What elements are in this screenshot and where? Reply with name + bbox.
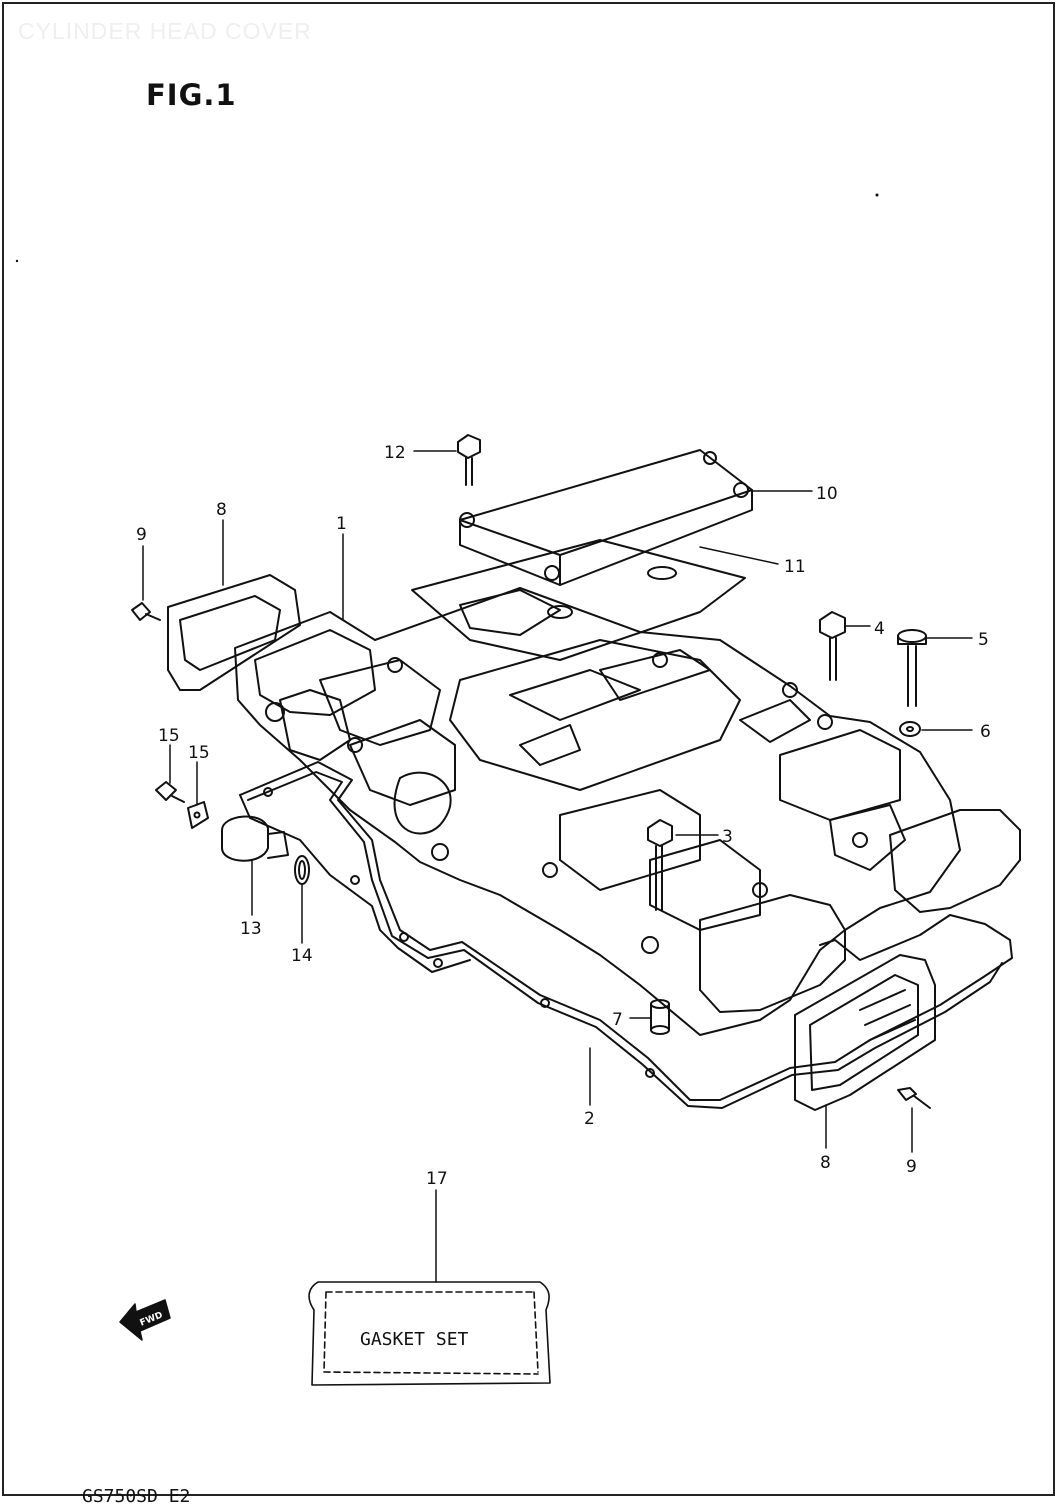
model-code: GS750SD E2 [82, 1486, 191, 1507]
callout-10: 10 [816, 484, 838, 504]
callout-8-right: 8 [820, 1153, 831, 1173]
callout-8-left: 8 [216, 500, 227, 520]
callout-15-washer: 15 [188, 743, 210, 763]
callout-9-left: 9 [136, 525, 147, 545]
callout-1: 1 [336, 514, 347, 534]
figure-label: FIG.1 [146, 78, 237, 112]
callout-9-right: 9 [906, 1157, 917, 1177]
callout-15-bolt: 15 [158, 726, 180, 746]
cylinder-head-cover-part-1 [234, 587, 961, 1036]
end-cover-left-part-8 [167, 574, 301, 691]
washer-part-15 [187, 801, 209, 829]
bolt-part-15 [155, 781, 185, 803]
callout-14: 14 [291, 946, 313, 966]
bolt-part-4 [819, 611, 846, 681]
dowel-part-7 [650, 999, 670, 1035]
callout-7: 7 [612, 1010, 623, 1030]
cap-gasket-part-11 [411, 539, 746, 661]
callout-2: 2 [584, 1109, 595, 1129]
screw-part-9-right [897, 1087, 931, 1109]
gasket-set-label: GASKET SET [360, 1329, 469, 1350]
callout-13: 13 [240, 919, 262, 939]
screw-part-9-left [131, 602, 161, 621]
o-ring-part-14 [294, 855, 310, 885]
callout-11: 11 [784, 557, 806, 577]
forward-arrow-icon [119, 1299, 171, 1341]
leader-lines [142, 450, 973, 1283]
bolt-part-3 [647, 819, 673, 911]
plug-part-13 [221, 815, 289, 862]
callout-5: 5 [978, 630, 989, 650]
callout-6: 6 [980, 722, 991, 742]
cap-cover-right [699, 809, 1021, 1013]
callout-4: 4 [874, 619, 885, 639]
callout-3: 3 [722, 827, 733, 847]
end-cover-right-part-8 [794, 954, 936, 1111]
bolt-part-12 [457, 434, 481, 486]
callout-12: 12 [384, 443, 406, 463]
base-gasket-part-2 [239, 761, 1013, 1109]
breather-cover-part-10 [459, 449, 753, 586]
section-watermark: CYLINDER HEAD COVER [18, 18, 312, 44]
washer-part-6 [899, 721, 921, 737]
bolt-part-5 [897, 629, 927, 707]
callout-17: 17 [426, 1169, 448, 1189]
gasket-set-envelope-part-17 [308, 1281, 551, 1386]
